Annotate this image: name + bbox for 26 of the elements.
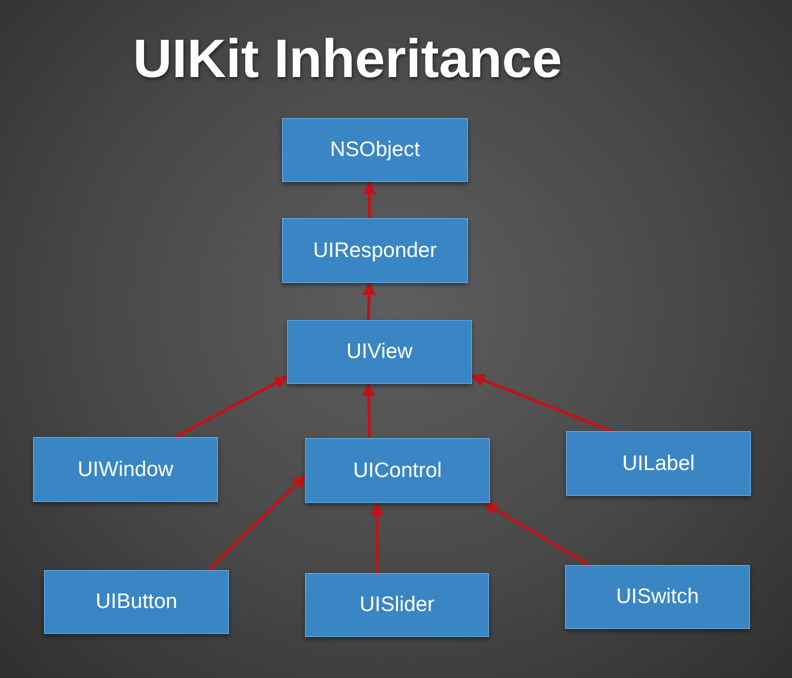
class-name: UIWindow: [78, 458, 174, 482]
class-name: UISwitch: [616, 585, 699, 609]
class-box: [44, 570, 229, 634]
class-box: [305, 438, 490, 503]
class-box: [282, 118, 468, 182]
class-box: [305, 573, 489, 637]
inheritance-arrow: [208, 474, 306, 572]
title: UIKit Inheritance: [133, 28, 562, 90]
inheritance-arrow: [370, 502, 384, 574]
class-name: UISlider: [360, 593, 434, 617]
class-name: NSObject: [330, 138, 420, 162]
class-name: UILabel: [622, 452, 695, 476]
class-box: [565, 565, 750, 629]
inheritance-arrow: [483, 502, 590, 566]
class-box: [282, 218, 468, 283]
class-box: [33, 437, 218, 502]
inheritance-arrow: [174, 376, 288, 438]
class-name: UIButton: [96, 590, 178, 614]
class-box: [566, 431, 751, 496]
inheritance-arrow: [362, 180, 376, 218]
inheritance-arrow: [362, 382, 376, 438]
class-box: [287, 320, 472, 384]
class-name: UIView: [346, 340, 413, 364]
class-name: UIResponder: [313, 238, 437, 262]
inheritance-arrow: [362, 282, 376, 320]
class-name: UIControl: [353, 458, 442, 482]
